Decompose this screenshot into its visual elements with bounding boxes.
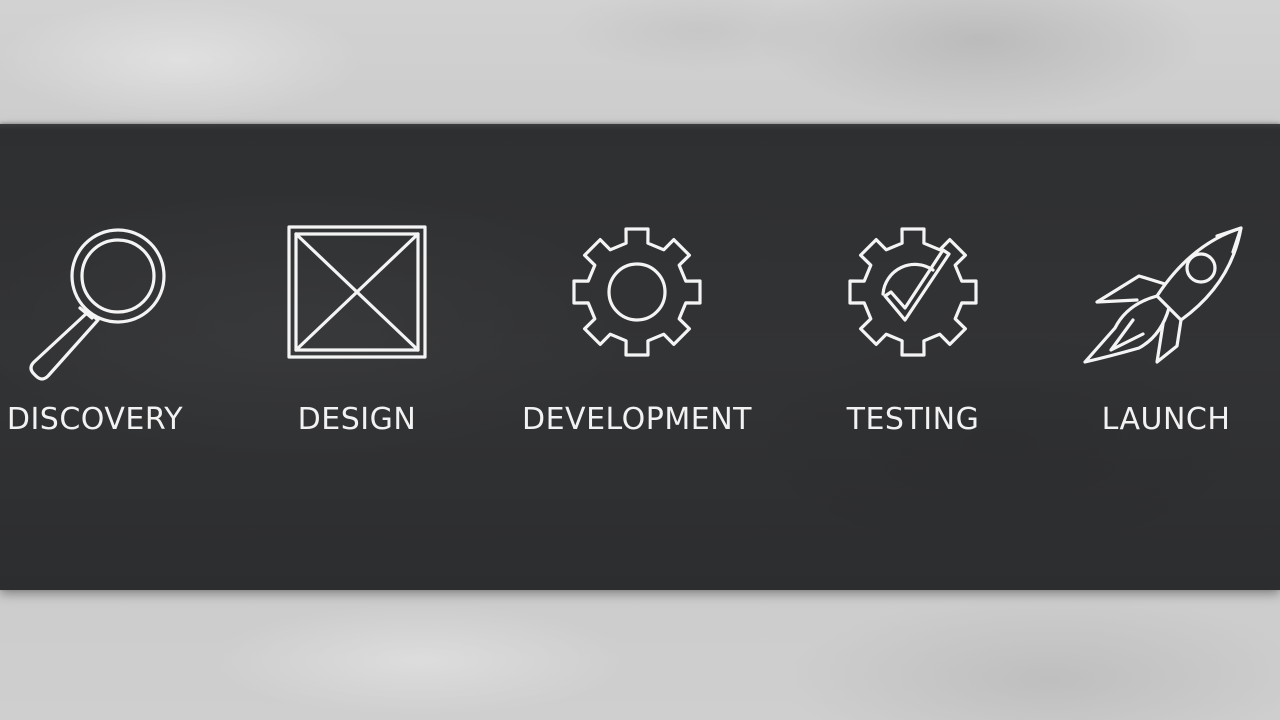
step-launch: LAUNCH	[1036, 224, 1280, 464]
step-label-design: DESIGN	[297, 402, 417, 437]
step-label-testing: TESTING	[846, 402, 980, 437]
slate-board: DISCOVERY DESIGN DEVELOPMENT TESTING	[0, 124, 1280, 590]
step-development: DEVELOPMENT	[507, 224, 767, 464]
rocket-icon	[1083, 226, 1243, 364]
step-label-launch: LAUNCH	[1101, 402, 1231, 437]
step-label-development: DEVELOPMENT	[522, 402, 752, 437]
step-testing: TESTING	[783, 224, 1043, 464]
gear-check-icon	[848, 227, 978, 357]
magnifier-icon	[29, 228, 166, 381]
wireframe-icon	[287, 225, 427, 359]
step-label-discovery: DISCOVERY	[6, 402, 184, 437]
step-design: DESIGN	[227, 224, 487, 464]
step-discovery: DISCOVERY	[0, 224, 225, 464]
board-edge	[0, 124, 1280, 130]
gear-icon	[572, 227, 702, 357]
